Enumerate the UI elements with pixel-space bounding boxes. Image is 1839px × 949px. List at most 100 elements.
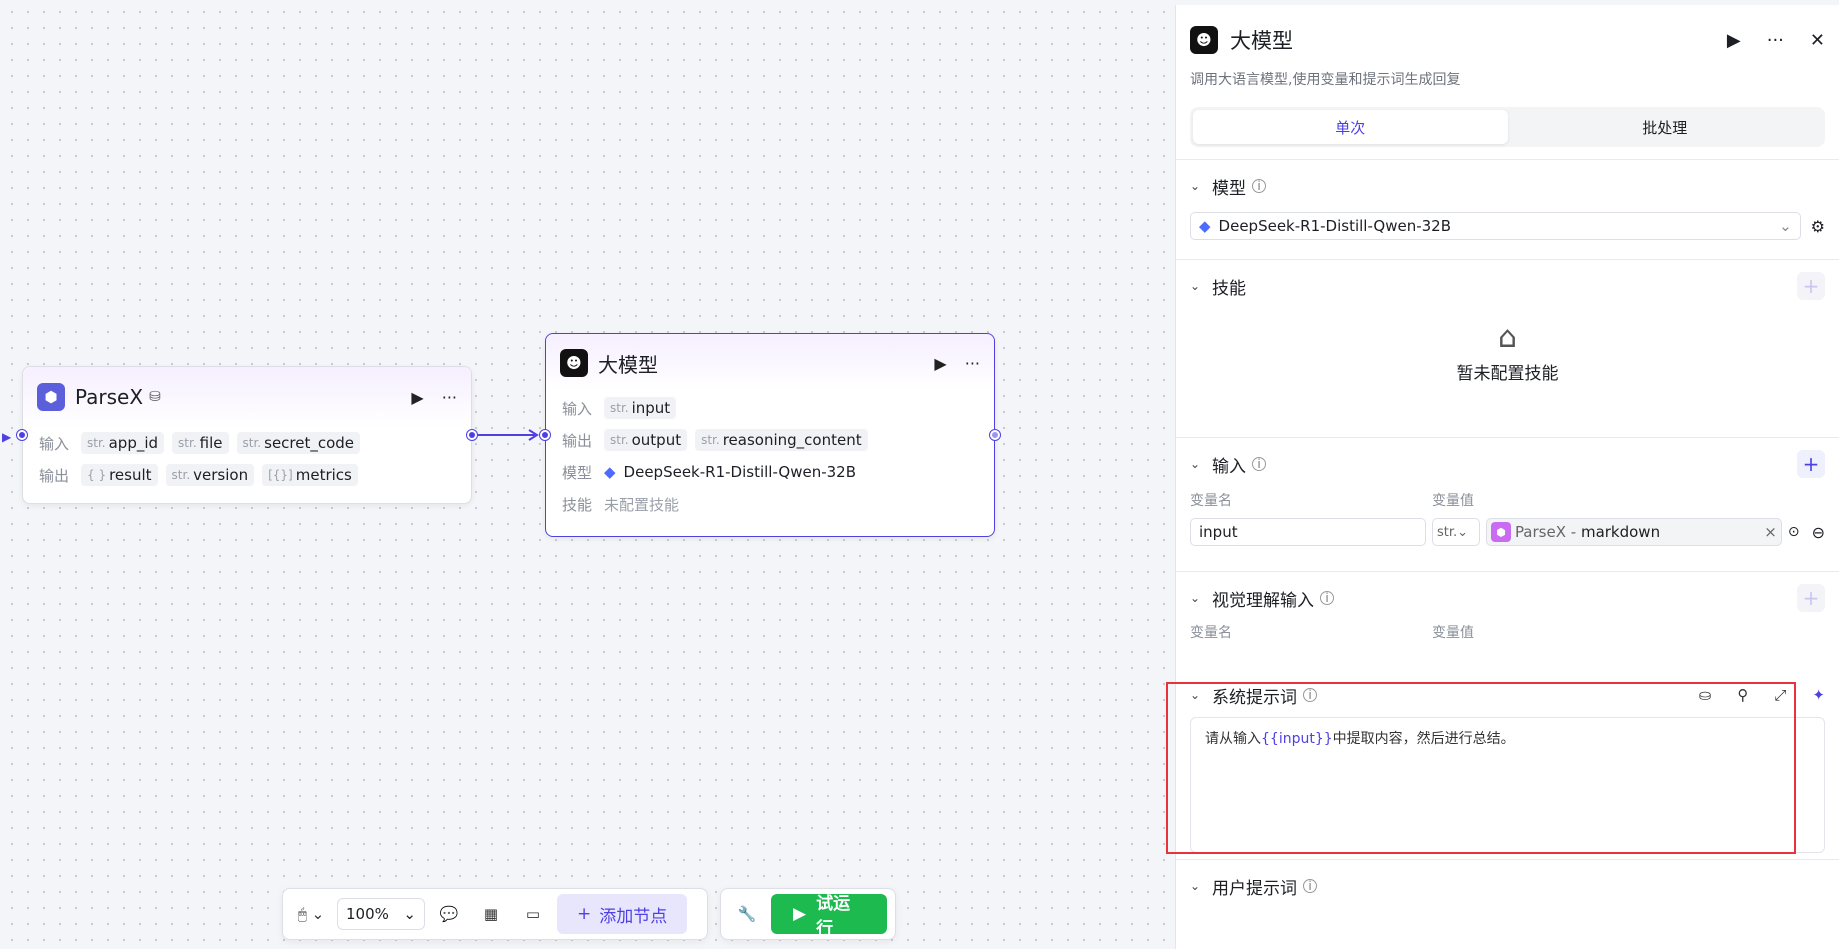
panel-description: 调用大语言模型,使用变量和提示词生成回复	[1190, 72, 1461, 88]
run-toolbar: 🔧 ▶ 试运行	[720, 888, 896, 940]
panel-header: ☻ 大模型 ▶ ··· ✕	[1176, 5, 1839, 55]
run-icon[interactable]: ▶	[1726, 29, 1741, 51]
inputs-label: 输入	[39, 434, 70, 453]
section-header[interactable]: ⌄ 输入 i	[1190, 438, 1825, 490]
outputs-label: 输出	[562, 431, 593, 450]
plus-icon: +	[577, 904, 592, 924]
node-inputs-row: 输入 str.app_id str.file str.secret_code	[23, 427, 471, 459]
llm-input-port[interactable]	[540, 430, 550, 440]
more-icon[interactable]: ···	[441, 387, 457, 407]
connection-edge[interactable]	[477, 425, 545, 445]
output-chip: str.output	[604, 429, 688, 451]
section-header[interactable]: ⌄ 视觉理解输入 i	[1190, 572, 1825, 624]
chevron-down-icon: ⌄	[1779, 217, 1792, 235]
more-icon[interactable]: ···	[1766, 29, 1784, 51]
add-vision-input-button[interactable]: +	[1797, 584, 1825, 612]
llm-output-port[interactable]	[990, 430, 1000, 440]
info-icon: i	[1252, 457, 1266, 471]
pointer-mode-button[interactable]: 🖱 ⌄	[297, 905, 325, 923]
cube-icon: ⬢	[37, 383, 65, 411]
workflow-canvas[interactable]: ▶ ⬢ ParseX ⛁ ▶ ··· 输入 str.app_id str.fil…	[0, 0, 1175, 949]
model-section: ⌄ 模型 i ◆ DeepSeek-R1-Distill-Qwen-32B ⌄ …	[1176, 159, 1839, 259]
user-prompt-section: ⌄ 用户提示词 i	[1176, 859, 1839, 919]
node-model-row: 模型 ◆ DeepSeek-R1-Distill-Qwen-32B	[546, 456, 994, 488]
type-value: str.	[1436, 524, 1458, 540]
run-node-icon[interactable]: ▶	[411, 387, 424, 407]
input-chip: str.secret_code	[236, 432, 361, 454]
output-chip: str.version	[165, 464, 255, 486]
skill-section: ⌄ 技能 + ⌂ 暂未配置技能	[1176, 259, 1839, 437]
ai-sparkle-icon[interactable]: ✦	[1812, 686, 1825, 704]
llm-logo-icon: ☻	[1190, 26, 1218, 54]
layout-icon[interactable]: ▦	[483, 905, 499, 923]
variable-name-value: input	[1199, 523, 1238, 541]
variable-name-input[interactable]: input	[1190, 518, 1426, 546]
play-icon: ▶	[793, 904, 807, 924]
mode-tabs: 单次 批处理	[1190, 107, 1825, 147]
model-name: DeepSeek-R1-Distill-Qwen-32B	[623, 463, 857, 481]
clear-icon[interactable]: ×	[1764, 523, 1777, 541]
parsex-node[interactable]: ⬢ ParseX ⛁ ▶ ··· 输入 str.app_id str.file …	[22, 366, 472, 504]
column-value-label: 变量值	[1432, 493, 1474, 509]
variable-reference[interactable]: ⬢ ParseX - markdown ×	[1485, 518, 1782, 546]
run-node-icon[interactable]: ▶	[934, 353, 947, 373]
close-icon[interactable]: ✕	[1809, 29, 1825, 51]
deepseek-icon: ◆	[604, 463, 616, 481]
info-icon: i	[1303, 688, 1317, 702]
add-node-button[interactable]: + 添加节点	[557, 894, 688, 934]
chevron-down-icon: ⌄	[1190, 457, 1201, 471]
tab-batch[interactable]: 批处理	[1642, 118, 1688, 137]
section-title: 技能	[1212, 278, 1246, 299]
template-library-icon[interactable]: ⛀	[1698, 686, 1712, 704]
remove-icon[interactable]: ⊖	[1811, 522, 1825, 542]
chevron-down-icon: ⌄	[1190, 179, 1201, 193]
variable-picker-icon[interactable]: ⊙	[1787, 524, 1800, 540]
zoom-select[interactable]: 100% ⌄	[337, 898, 425, 930]
type-select[interactable]: str.⌄	[1431, 518, 1480, 546]
chevron-down-icon: ⌄	[1190, 591, 1201, 605]
input-chip: str.app_id	[81, 432, 165, 454]
skill-label: 技能	[562, 495, 593, 514]
empty-box-icon: ⌂	[1497, 320, 1518, 355]
prompt-text: 中提取内容，然后进行总结。	[1332, 731, 1515, 747]
add-input-button[interactable]: +	[1797, 450, 1825, 478]
chevron-down-icon: ⌄	[1190, 279, 1201, 293]
plugin-icon: ⛁	[149, 389, 161, 405]
node-outputs-row: 输出 str.output str.reasoning_content	[546, 424, 994, 456]
parsex-input-port[interactable]	[17, 430, 27, 440]
minimap-icon[interactable]: ▭	[525, 905, 541, 923]
info-icon: i	[1320, 591, 1334, 605]
section-header[interactable]: ⌄ 技能	[1190, 260, 1825, 312]
model-select-value: DeepSeek-R1-Distill-Qwen-32B	[1218, 217, 1452, 235]
system-prompt-editor[interactable]: 请从输入{{input}}中提取内容，然后进行总结。	[1190, 717, 1825, 853]
info-icon: i	[1252, 179, 1266, 193]
node-title: ParseX	[75, 385, 144, 409]
output-chip: [{}]metrics	[262, 464, 358, 486]
optimize-icon[interactable]: ⚲	[1737, 686, 1749, 704]
node-header: ⬢ ParseX ⛁ ▶ ···	[23, 367, 471, 427]
section-title: 用户提示词	[1212, 878, 1297, 899]
model-select[interactable]: ◆ DeepSeek-R1-Distill-Qwen-32B ⌄	[1190, 212, 1801, 240]
tab-single[interactable]: 单次	[1193, 110, 1508, 144]
llm-node[interactable]: ☻ 大模型 ▶ ··· 输入 str.input 输出 str.output s…	[545, 333, 995, 537]
section-header[interactable]: ⌄ 用户提示词 i	[1190, 860, 1825, 912]
deepseek-icon: ◆	[1199, 217, 1211, 235]
wrench-icon[interactable]: 🔧	[737, 905, 757, 923]
system-prompt-section: ⌄ 系统提示词 i ⛀ ⚲ ⤢ ✦ 请从输入{{input}}中提取内容，然后进…	[1176, 655, 1839, 859]
section-header[interactable]: ⌄ 系统提示词 i ⛀ ⚲ ⤢ ✦	[1190, 677, 1825, 713]
node-skill-row: 技能 未配置技能	[546, 488, 994, 520]
section-title: 输入	[1212, 456, 1246, 477]
skill-empty-text: 暂未配置技能	[1456, 364, 1559, 384]
test-run-button[interactable]: ▶ 试运行	[771, 894, 887, 939]
add-skill-button[interactable]: +	[1797, 272, 1825, 300]
column-name-label: 变量名	[1190, 625, 1232, 641]
input-section: ⌄ 输入 i + 变量名 变量值 input str.⌄ ⬢ ParseX - …	[1176, 437, 1839, 571]
section-header[interactable]: ⌄ 模型 i	[1190, 160, 1825, 212]
expand-icon[interactable]: ⤢	[1774, 686, 1787, 704]
settings-icon[interactable]: ⚙	[1810, 216, 1825, 236]
node-outputs-row: 输出 { }result str.version [{}]metrics	[23, 459, 471, 491]
parsex-output-port[interactable]	[467, 430, 477, 440]
more-icon[interactable]: ···	[964, 353, 980, 373]
comment-icon[interactable]: 💬	[439, 905, 459, 923]
test-run-label: 试运行	[816, 894, 851, 939]
